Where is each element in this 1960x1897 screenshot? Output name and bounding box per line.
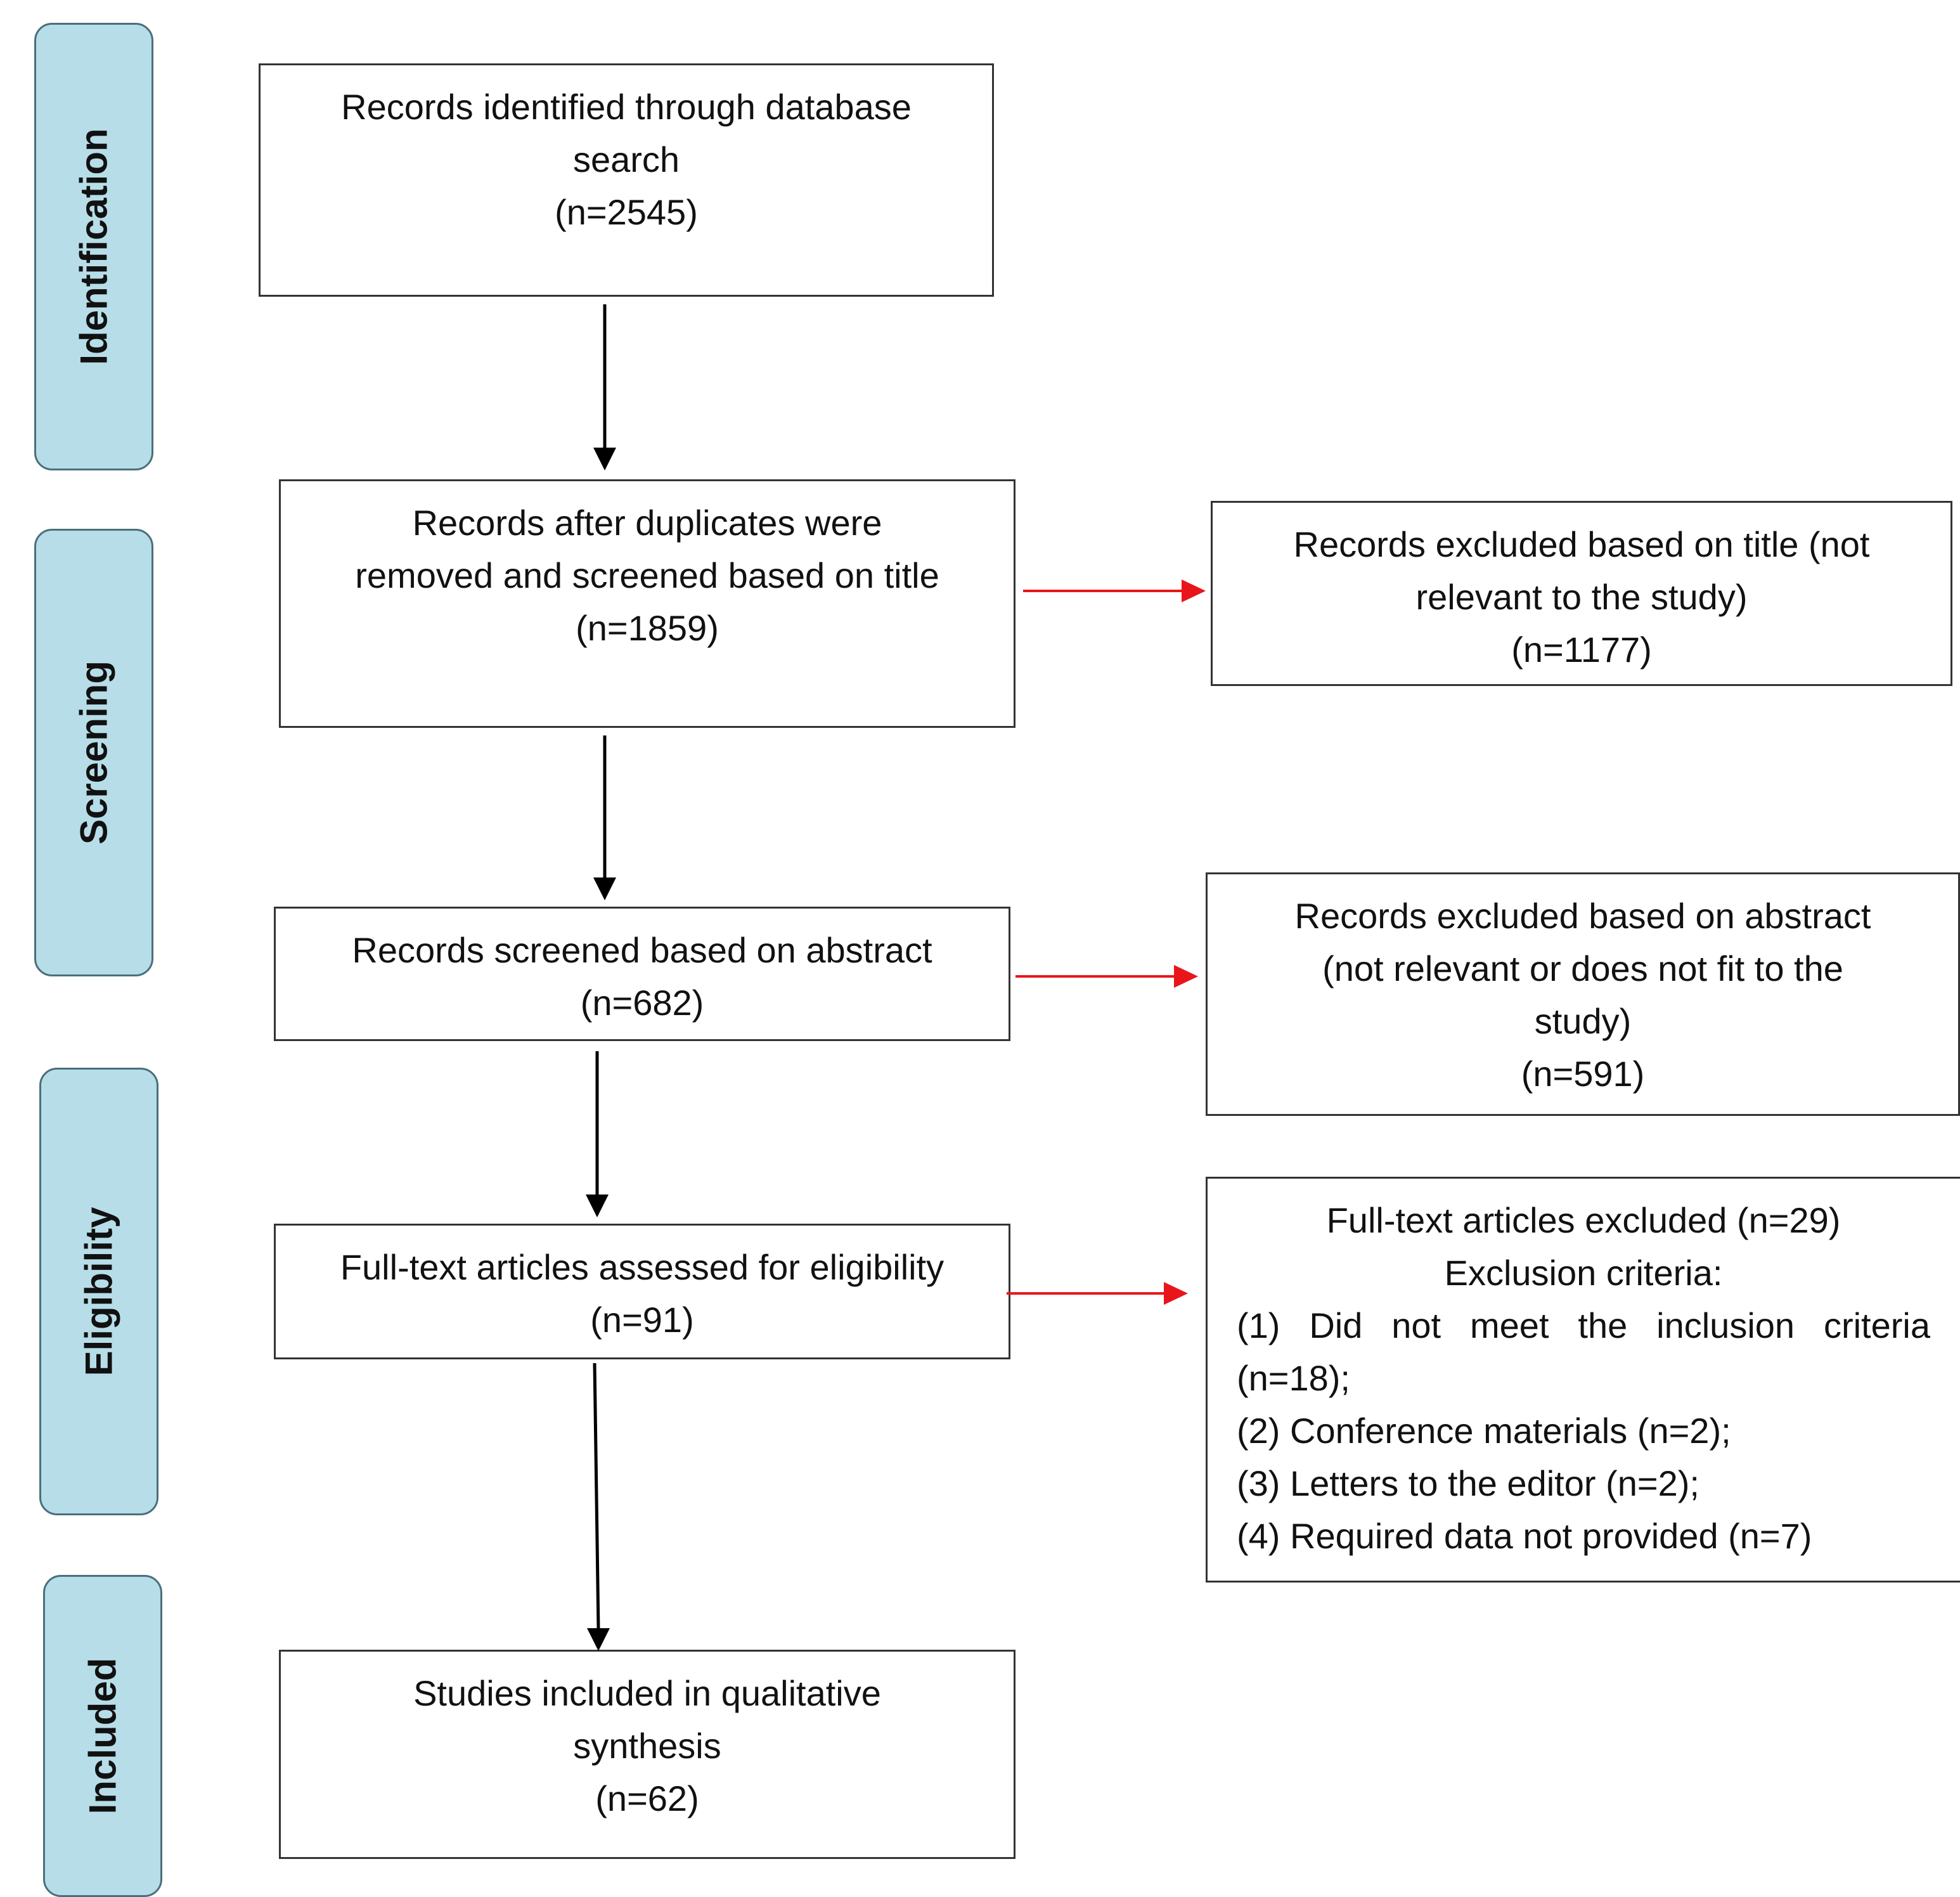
box-line: Records excluded based on title (not [1293, 524, 1870, 564]
box-line: search [572, 139, 680, 179]
box-line: (not relevant or does not fit to the [1322, 948, 1843, 988]
box-line: Full-text articles assessed for eligibil… [340, 1247, 945, 1287]
exclusion-arrow [1023, 579, 1206, 602]
box-line: (n=1859) [576, 608, 719, 648]
records-identified-box: Records identified through database sear… [259, 63, 994, 297]
box-line: Records excluded based on abstract [1294, 896, 1871, 936]
box-line: study) [1534, 1001, 1632, 1041]
exclusion-criterion: (4) Required data not provided (n=7) [1237, 1516, 1812, 1556]
box-line: (n=1177) [1511, 630, 1652, 670]
main-arrow [586, 1051, 609, 1217]
box-line: (n=591) [1521, 1054, 1645, 1094]
box-line: (n=91) [590, 1300, 694, 1340]
phase-included: Included [43, 1575, 162, 1897]
box-line: (n=2545) [555, 192, 698, 232]
exclusion-criterion: (3) Letters to the editor (n=2); [1237, 1463, 1699, 1503]
box-line: Records screened based on abstract [352, 930, 932, 970]
records-screened-abstract-box: Records screened based on abstract (n=68… [274, 907, 1010, 1041]
exclusion-arrow [1015, 965, 1198, 988]
main-arrow [587, 1363, 610, 1651]
box-line: Records after duplicates were [412, 503, 882, 543]
box-line: (n=62) [595, 1778, 699, 1818]
box-line: removed and screened based on title [355, 555, 939, 595]
phase-screening: Screening [34, 529, 153, 976]
exclusion-criterion: (2) Conference materials (n=2); [1237, 1411, 1731, 1451]
box-line: synthesis [573, 1726, 721, 1766]
fulltext-assessed-box: Full-text articles assessed for eligibil… [274, 1224, 1010, 1359]
box-line: (n=682) [580, 983, 704, 1023]
exclusion-criterion: (1) Did not meet the inclusion criteria [1237, 1305, 1930, 1345]
records-excluded-abstract-box: Records excluded based on abstract (not … [1206, 872, 1960, 1116]
box-line: Exclusion criteria: [1444, 1253, 1723, 1293]
exclusion-arrow [1007, 1282, 1188, 1305]
records-after-duplicates-box: Records after duplicates were removed an… [279, 479, 1015, 728]
records-excluded-title-box: Records excluded based on title (not rel… [1211, 501, 1952, 686]
box-line: relevant to the study) [1415, 577, 1748, 617]
studies-included-box: Studies included in qualitative synthesi… [279, 1650, 1015, 1859]
main-arrow [593, 735, 616, 900]
main-arrow [593, 304, 616, 470]
box-line: Records identified through database [341, 87, 912, 127]
phase-eligibility: Eligibility [39, 1068, 158, 1515]
exclusion-criterion: (n=18); [1237, 1358, 1350, 1398]
fulltext-excluded-box: Full-text articles excluded (n=29) Exclu… [1206, 1177, 1960, 1583]
phase-identification: Identification [34, 23, 153, 470]
box-line: Full-text articles excluded (n=29) [1326, 1200, 1841, 1240]
box-line: Studies included in qualitative [413, 1673, 881, 1713]
